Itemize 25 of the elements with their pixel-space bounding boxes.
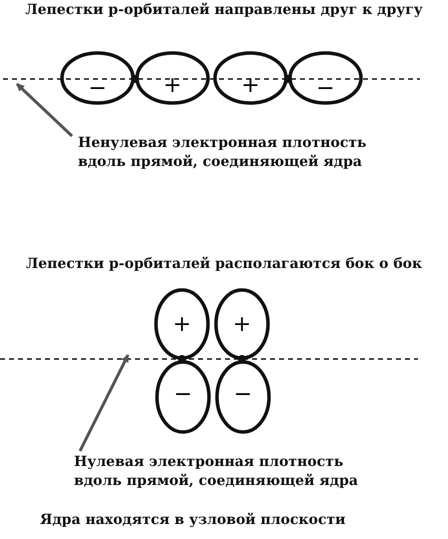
leader-arrow bbox=[16, 82, 74, 138]
phase-sign: + bbox=[232, 314, 252, 336]
phase-sign: + bbox=[162, 75, 183, 97]
internuclear-axis bbox=[0, 358, 418, 360]
orbital-lobe bbox=[215, 360, 271, 434]
phase-sign: − bbox=[87, 78, 108, 100]
orbital-lobe bbox=[154, 288, 210, 360]
orbital-lobe bbox=[135, 51, 210, 105]
orbital-lobe bbox=[288, 51, 363, 105]
section-heading: Лепестки p-орбиталей направлены друг к другу bbox=[25, 2, 423, 18]
leader-arrow bbox=[78, 354, 130, 452]
orbital-lobe bbox=[214, 288, 270, 360]
section-heading: Лепестки p-орбиталей располагаются бок о бок bbox=[26, 256, 422, 272]
caption-text: Ядра находятся в узловой плоскости bbox=[40, 512, 346, 528]
orbital-lobe bbox=[155, 360, 211, 434]
phase-sign: − bbox=[315, 78, 336, 100]
phase-sign: − bbox=[172, 384, 194, 406]
orbital-lobe bbox=[213, 51, 288, 105]
phase-sign: − bbox=[232, 384, 254, 406]
annotation-text: Нулевая электронная плотность вдоль прямой, соединяющей ядра bbox=[66, 453, 374, 491]
internuclear-axis bbox=[3, 78, 420, 80]
phase-sign: + bbox=[240, 75, 261, 97]
orbital-lobe bbox=[60, 51, 135, 105]
phase-sign: + bbox=[172, 314, 192, 336]
annotation-text: Ненулевая электронная плотность вдоль прямой, соединяющей ядра bbox=[70, 134, 378, 172]
